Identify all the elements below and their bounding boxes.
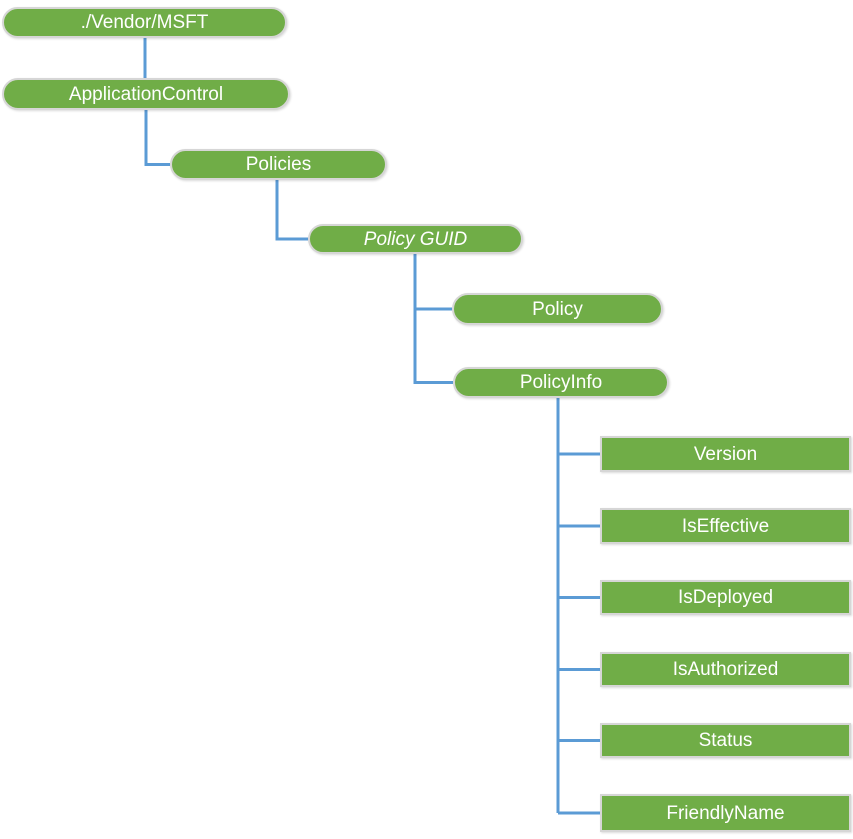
- node-application-control: ApplicationControl: [2, 78, 290, 110]
- node-friendly-name: FriendlyName: [600, 794, 851, 832]
- connector-applicationcontrol-to-policies: [144, 110, 170, 166]
- node-policy-guid: Policy GUID: [308, 224, 523, 254]
- node-status: Status: [600, 723, 851, 758]
- node-policy-info: PolicyInfo: [453, 367, 669, 398]
- node-policies: Policies: [170, 149, 387, 180]
- node-version: Version: [600, 436, 851, 472]
- node-is-deployed: IsDeployed: [600, 580, 851, 615]
- node-is-authorized: IsAuthorized: [600, 652, 851, 687]
- connector-policyguid-to-policyinfo: [413, 254, 453, 384]
- node-policy: Policy: [452, 293, 663, 325]
- node-is-effective: IsEffective: [600, 508, 851, 544]
- node-vendor-msft: ./Vendor/MSFT: [2, 7, 287, 38]
- connector-policies-to-policyguid: [275, 180, 308, 241]
